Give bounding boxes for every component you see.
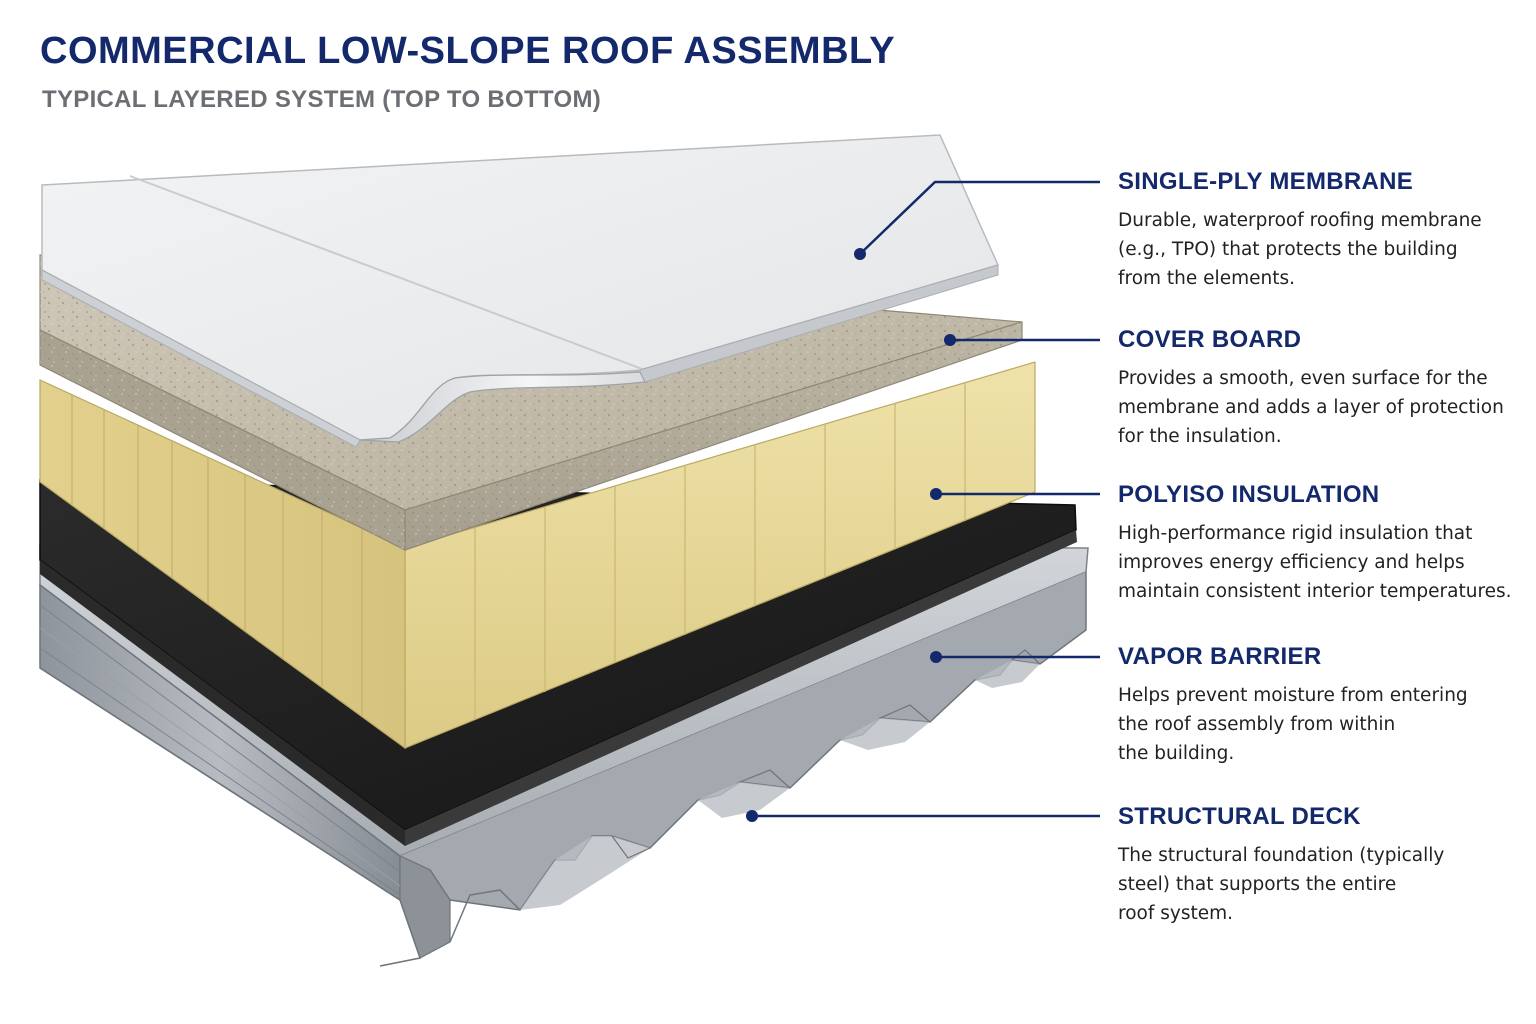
callout-vapor-barrier: VAPOR BARRIER Helps prevent moisture fro…: [1118, 643, 1518, 768]
callout-description-vapor-barrier: Helps prevent moisture from entering the…: [1118, 685, 1468, 764]
leader-dot-membrane: [854, 248, 866, 260]
page-subtitle: TYPICAL LAYERED SYSTEM (TOP TO BOTTOM): [42, 86, 602, 113]
callout-description-membrane: Durable, waterproof roofing membrane (e.…: [1118, 210, 1482, 289]
callout-description-insulation: High-performance rigid insulation that i…: [1118, 523, 1512, 602]
callout-description-deck: The structural foundation (typically ste…: [1118, 845, 1445, 924]
callout-title-membrane: SINGLE-PLY MEMBRANE: [1118, 168, 1414, 195]
callout-title-deck: STRUCTURAL DECK: [1118, 803, 1361, 830]
callout-title-cover-board: COVER BOARD: [1118, 326, 1302, 353]
leader-dot-deck: [746, 810, 758, 822]
polyiso-insulation-layer: [39, 361, 1036, 750]
callout-title-vapor-barrier: VAPOR BARRIER: [1118, 643, 1322, 670]
callout-cover-board: COVER BOARD Provides a smooth, even surf…: [1118, 326, 1518, 451]
leader-dots: [746, 248, 956, 822]
single-ply-membrane-layer: [41, 134, 1000, 448]
leader-dot-cover-board: [944, 334, 956, 346]
callout-membrane: SINGLE-PLY MEMBRANE Durable, waterproof …: [1118, 168, 1518, 293]
leader-dot-vapor-barrier: [930, 651, 942, 663]
leader-lines: [752, 180, 1100, 818]
callout-title-insulation: POLYISO INSULATION: [1118, 481, 1380, 508]
page-title: COMMERCIAL LOW-SLOPE ROOF ASSEMBLY: [40, 30, 896, 72]
callout-deck: STRUCTURAL DECK The structural foundatio…: [1118, 803, 1518, 928]
callout-description-cover-board: Provides a smooth, even surface for the …: [1118, 368, 1504, 447]
leader-dot-insulation: [930, 488, 942, 500]
leader-line-membrane: [859, 180, 1100, 255]
callout-insulation: POLYISO INSULATION High-performance rigi…: [1118, 481, 1518, 606]
